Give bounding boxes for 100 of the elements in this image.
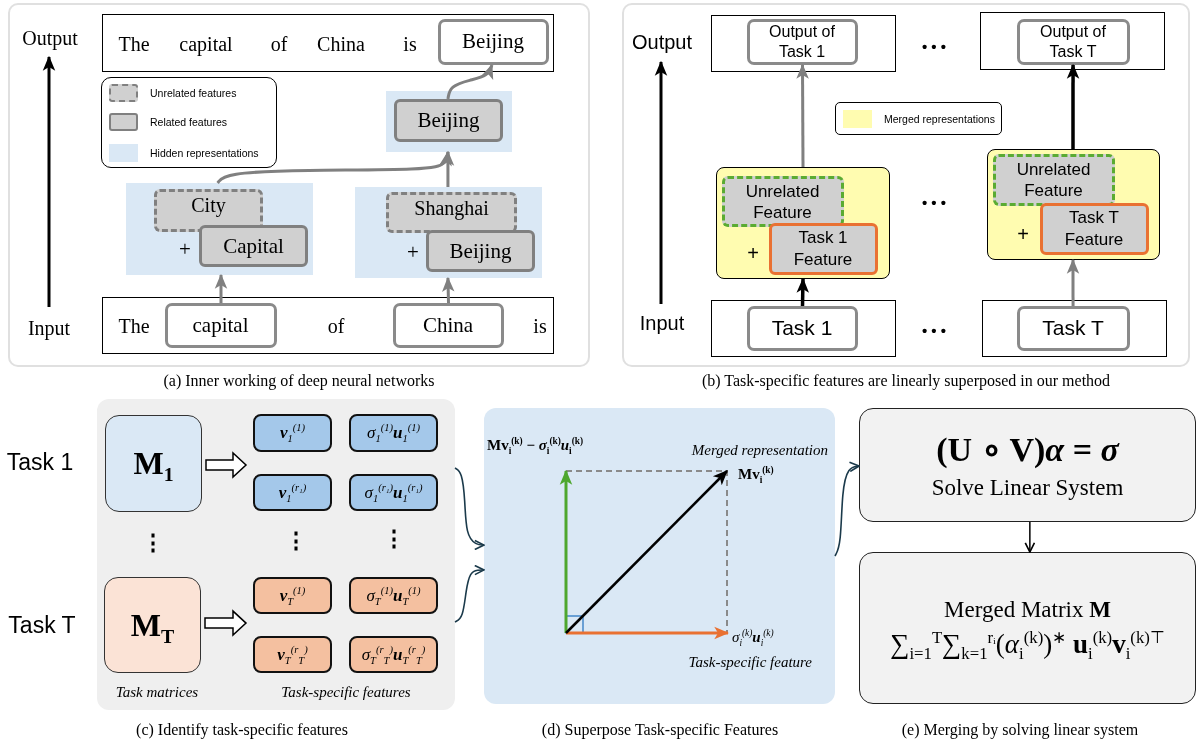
node-text: Beijing — [462, 29, 524, 54]
ellipsis: ⋮ — [383, 526, 405, 552]
panel — [97, 399, 455, 710]
feature-vector-box — [253, 474, 332, 511]
sentence-word: The — [118, 314, 150, 338]
output-box — [1016, 18, 1130, 65]
ellipsis: ⋮ — [285, 528, 307, 554]
sentence-box — [102, 14, 554, 72]
block-arrow — [205, 451, 248, 479]
task-box — [1016, 305, 1130, 351]
node-text: City — [191, 194, 226, 217]
arrow — [454, 564, 485, 623]
process-box — [859, 552, 1196, 704]
node-text: Output of Task 1 — [768, 21, 836, 62]
feature-box — [394, 99, 503, 142]
sentence-word: of — [327, 314, 345, 338]
axis-label: Output — [22, 26, 78, 50]
feature-box — [199, 225, 308, 267]
ellipsis: • • • — [921, 321, 947, 339]
row-label: Task 1 — [6, 448, 74, 476]
node-text: Task T — [1042, 315, 1104, 341]
node-text: Merged Matrix M — [944, 596, 1111, 623]
feature-vector-box — [253, 414, 332, 452]
arrow — [214, 273, 228, 303]
formula-text: Solve Linear System — [931, 475, 1124, 501]
feature-vector-box — [349, 577, 438, 614]
figure-caption: (d) Superpose Task-specific Features — [541, 721, 779, 739]
figure-caption: (e) Merging by solving linear system — [901, 721, 1139, 739]
token-box — [392, 302, 504, 348]
feature-vector-box — [349, 414, 438, 452]
node-text: Beijing — [417, 108, 480, 133]
panel — [622, 3, 1190, 367]
legend-text: Related features — [150, 116, 228, 128]
arrow — [1066, 258, 1080, 306]
hidden-representation-area — [386, 91, 512, 152]
legend-text: Hidden representations — [150, 147, 259, 159]
plus-sign: + — [179, 236, 191, 262]
sentence-box — [102, 297, 554, 354]
sentence-word: China — [317, 32, 365, 56]
output-box — [746, 18, 858, 65]
node-text: M$_{1}$ — [133, 445, 174, 482]
node-text: Task 1 Feature — [792, 227, 854, 270]
block-arrow — [204, 609, 248, 637]
plus-sign: + — [747, 241, 759, 265]
node-text: (U ∘ V)α = σ — [936, 430, 1119, 469]
feature-box — [992, 153, 1115, 206]
axis-label: Input — [27, 316, 71, 340]
arrow — [796, 63, 809, 167]
matrix-box — [104, 577, 201, 673]
feature-box — [768, 222, 878, 275]
feature-box — [426, 230, 535, 272]
feature-vector-box — [349, 474, 438, 511]
sentence-word: The — [118, 32, 150, 56]
arrow — [1066, 63, 1080, 149]
arrow — [454, 467, 485, 551]
ellipsis: ⋮ — [142, 530, 164, 556]
axis-label: Output — [632, 30, 692, 54]
feature-vector-box — [349, 636, 438, 673]
task-box — [746, 305, 858, 351]
feature-box — [721, 175, 844, 227]
legend-text: Merged representations — [884, 113, 995, 125]
arrow — [796, 277, 809, 307]
output-box — [711, 15, 896, 72]
sentence-word: is — [403, 32, 417, 56]
node-text: Beijing — [449, 238, 512, 264]
arrow — [446, 63, 494, 100]
feature-box — [386, 192, 517, 233]
ellipsis: • • • — [921, 193, 947, 211]
node-text: Task T Feature — [1063, 207, 1125, 250]
sentence-word: is — [533, 314, 547, 338]
vector-label: Task-specific feature — [688, 653, 812, 671]
arrow — [442, 276, 455, 304]
row-label: Task T — [8, 611, 76, 639]
figure-caption: (a) Inner working of deep neural networks — [163, 372, 435, 390]
plus-sign: + — [1017, 222, 1029, 246]
node-text: Unrelated Feature — [1015, 158, 1092, 201]
vector-label: Merged representation — [691, 441, 828, 459]
node-text: capital — [192, 312, 249, 338]
column-label: Task-specific features — [281, 683, 411, 701]
node-text: Output of Task T — [1039, 21, 1107, 62]
plus-sign: + — [407, 239, 419, 265]
output-box — [980, 12, 1165, 70]
panel — [484, 408, 835, 704]
node-text: Capital — [223, 233, 284, 259]
sentence-word: capital — [179, 32, 233, 56]
arrow — [1024, 521, 1036, 553]
ellipsis: • • • — [921, 37, 947, 55]
node-text: Unrelated Feature — [744, 180, 821, 223]
node-text: China — [422, 312, 474, 338]
merged-representation-box — [716, 167, 890, 279]
node-text: M$_{T}$ — [130, 606, 175, 644]
hidden-representation-area — [355, 187, 542, 278]
process-box — [859, 408, 1196, 522]
axis-label: Input — [639, 311, 685, 335]
arrow — [834, 461, 860, 557]
column-label: Task matrices — [115, 683, 199, 701]
node-text: Shanghai — [414, 197, 489, 220]
legend-text: Unrelated features — [150, 87, 237, 99]
feature-vector-box — [253, 577, 332, 614]
feature-vector-box — [253, 636, 332, 673]
